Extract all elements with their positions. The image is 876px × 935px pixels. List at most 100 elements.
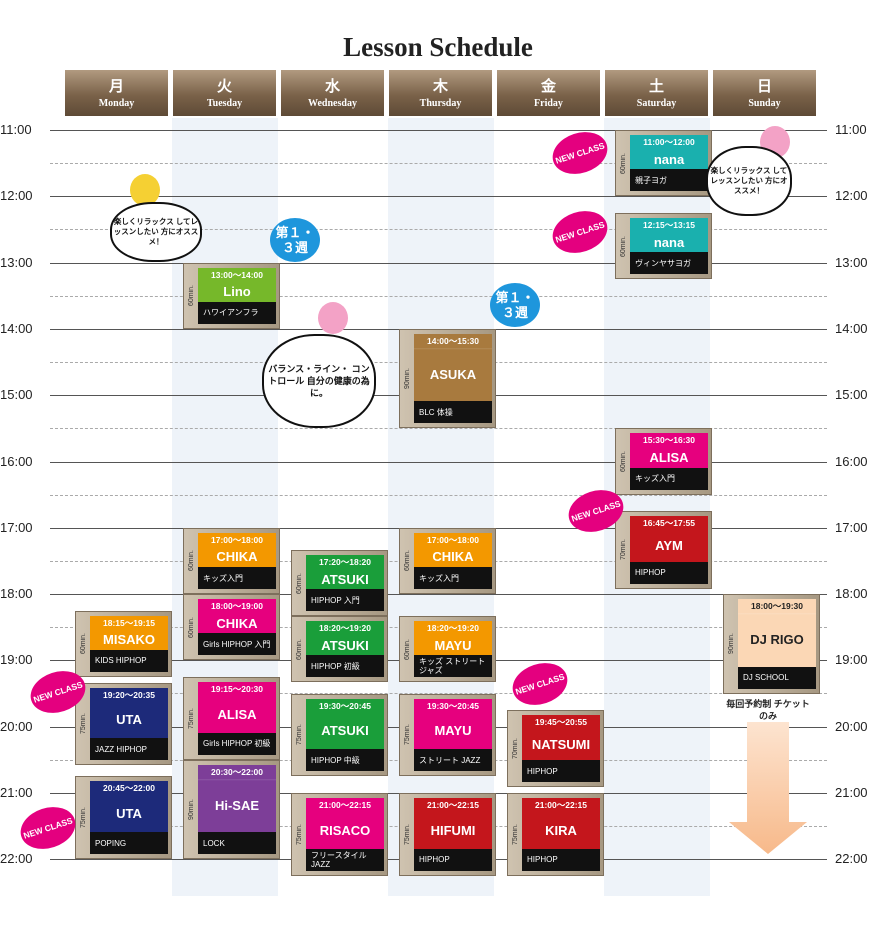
day-header-en: Wednesday	[308, 98, 357, 109]
time-label-left: 14:00	[0, 321, 33, 336]
lesson-instructor: NATSUMI	[531, 737, 591, 753]
lesson-instructor: Hi-SAE	[214, 798, 260, 814]
lesson-instructor: DJ RIGO	[750, 632, 804, 648]
lesson-genre: キッズ ストリートジャズ	[414, 655, 492, 678]
time-label-right: 19:00	[835, 652, 868, 667]
lesson-time: 19:30〜20:45	[306, 698, 384, 713]
lesson-duration: 75min.	[186, 678, 196, 759]
lesson-genre: POPING	[90, 832, 168, 855]
time-label-left: 18:00	[0, 586, 33, 601]
lesson-instructor: CHIKA	[216, 549, 258, 565]
day-header-jp: 金	[540, 78, 556, 95]
half-hour-line	[50, 163, 827, 164]
lesson-instructor: CHIKA	[432, 549, 474, 565]
lesson-duration-text: 75min.	[295, 724, 303, 746]
mascot-character-icon	[318, 302, 348, 334]
lesson-genre: DJ SCHOOL	[738, 666, 816, 689]
time-label-left: 16:00	[0, 454, 33, 469]
mascot-character-icon	[130, 174, 160, 206]
lesson-instructor: ATSUKI	[321, 723, 369, 739]
week-badge: 第１・３週	[270, 218, 320, 262]
lesson-time: 11:00〜12:00	[630, 135, 708, 149]
lesson-time: 18:20〜19:20	[414, 621, 492, 636]
half-hour-line	[50, 229, 827, 230]
lesson-time: 15:30〜16:30	[630, 433, 708, 448]
time-label-right: 15:00	[835, 387, 868, 402]
lesson-duration-text: 60min.	[619, 235, 627, 257]
day-header-en: Sunday	[748, 98, 781, 109]
time-label-right: 21:00	[835, 785, 868, 800]
relax-cloud: 楽しくリラックス してレッスンしたい 方にオススメ！	[706, 146, 792, 216]
lesson-instructor: ALISA	[649, 449, 689, 465]
lesson-instructor: ATSUKI	[321, 571, 369, 587]
lesson-duration-text: 70min.	[619, 539, 627, 561]
lesson-duration-text: 90min.	[727, 633, 735, 655]
lesson-time: 19:15〜20:30	[198, 681, 276, 696]
new-class-badge: NEW CLASS	[547, 204, 613, 260]
lesson-genre: ストリート JAZZ	[414, 749, 492, 772]
time-label-right: 22:00	[835, 851, 868, 866]
lesson-duration-text: 60min.	[295, 638, 303, 660]
lesson-genre: HIPHOP 初級	[306, 655, 384, 678]
lesson-genre: フリースタイル JAZZ	[306, 848, 384, 871]
lesson-instructor: CHIKA	[216, 615, 258, 631]
half-hour-line	[50, 693, 827, 694]
time-label-right: 13:00	[835, 255, 868, 270]
time-label-right: 17:00	[835, 520, 868, 535]
lesson-duration-text: 75min.	[511, 823, 519, 845]
lesson-genre: 親子ヨガ	[630, 169, 708, 192]
lesson-duration: 60min.	[402, 617, 412, 681]
lesson-genre: HIPHOP	[630, 561, 708, 584]
lesson-genre: HIPHOP	[522, 848, 600, 871]
lesson-duration-text: 60min.	[619, 152, 627, 174]
lesson-time: 21:00〜22:15	[306, 798, 384, 812]
time-label-left: 21:00	[0, 785, 33, 800]
time-label-left: 13:00	[0, 255, 33, 270]
week-badge: 第１・３週	[490, 283, 540, 327]
lesson-time: 12:15〜13:15	[630, 217, 708, 232]
lesson-genre: BLC 体操	[414, 401, 492, 424]
lesson-duration: 90min.	[726, 595, 736, 692]
time-label-right: 20:00	[835, 719, 868, 734]
lesson-genre: HIPHOP	[414, 848, 492, 871]
time-label-right: 16:00	[835, 454, 868, 469]
lesson-time: 17:00〜18:00	[198, 532, 276, 547]
new-class-badge: NEW CLASS	[547, 125, 613, 181]
lesson-duration-text: 60min.	[187, 285, 195, 307]
lesson-duration-text: 60min.	[295, 572, 303, 594]
